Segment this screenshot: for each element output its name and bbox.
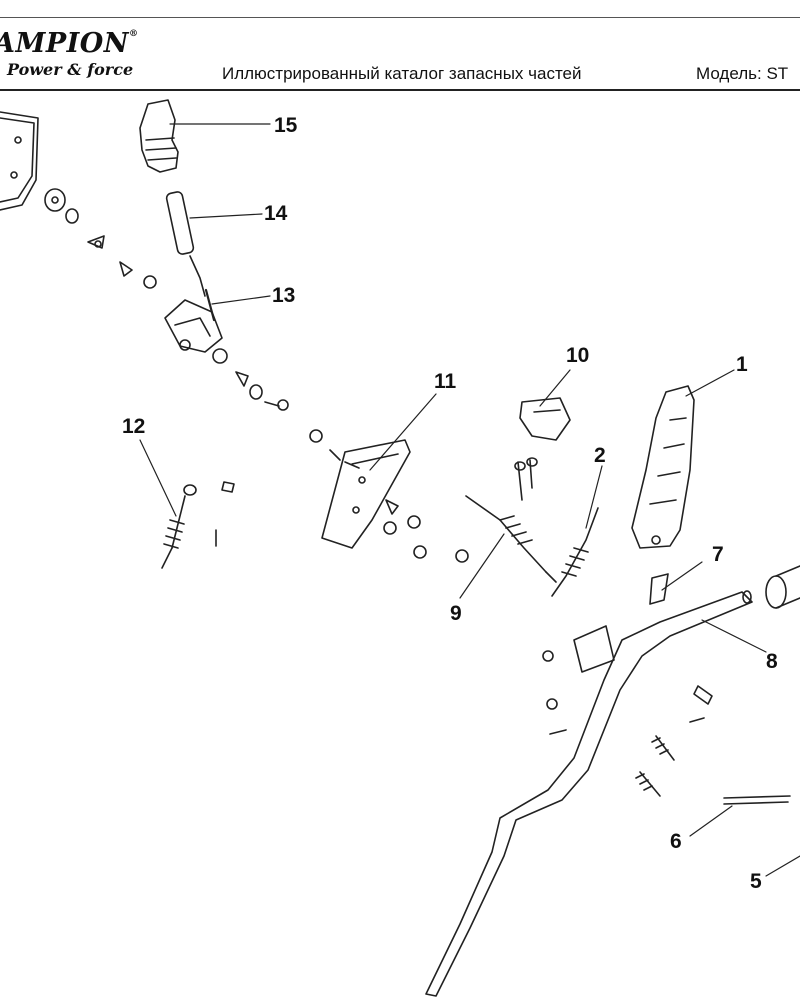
callout-8: 7 — [712, 543, 724, 566]
tube-hardware — [635, 685, 713, 797]
shift-rod — [165, 191, 206, 297]
catalog-title: Иллюстрированный каталог запасных частей — [222, 64, 582, 83]
callout-11: 11 — [434, 370, 457, 393]
mounting-bracket — [321, 439, 469, 563]
callout-5: 5 — [750, 870, 762, 893]
control-cable-2 — [551, 507, 599, 597]
callout-10: 10 — [566, 344, 589, 367]
cable-adjuster-left — [161, 481, 235, 569]
brand-slogan: Power & force — [7, 60, 134, 79]
callout-7: 8 — [766, 650, 778, 673]
control-cable-9 — [465, 495, 557, 583]
top-border — [0, 17, 800, 18]
brand-name: AMPION — [0, 28, 129, 59]
callout-13: 13 — [272, 284, 295, 307]
callout-1: 1 — [736, 353, 748, 376]
brand-logo: AMPION® — [0, 28, 138, 59]
header: AMPION® Power & force Иллюстрированный к… — [0, 18, 800, 88]
handlebar-tube — [425, 590, 753, 997]
leader-lines — [139, 123, 800, 877]
callout-12: 12 — [122, 415, 145, 438]
steering-column — [631, 385, 695, 549]
switch-block — [514, 397, 571, 501]
left-bracket-plate — [0, 111, 39, 211]
pin-6 — [723, 795, 791, 805]
callout-15: 15 — [274, 114, 298, 137]
small-bracket-8 — [649, 573, 669, 605]
shift-knob-boot — [139, 99, 179, 173]
header-rule — [0, 89, 800, 91]
callout-14: 14 — [264, 202, 288, 225]
callout-6: 6 — [670, 830, 682, 853]
callout-9: 9 — [450, 602, 462, 625]
callout-2: 2 — [594, 444, 606, 467]
roller-right — [765, 565, 800, 609]
shift-linkage — [44, 188, 360, 469]
model-label: Модель: ST — [696, 64, 789, 83]
